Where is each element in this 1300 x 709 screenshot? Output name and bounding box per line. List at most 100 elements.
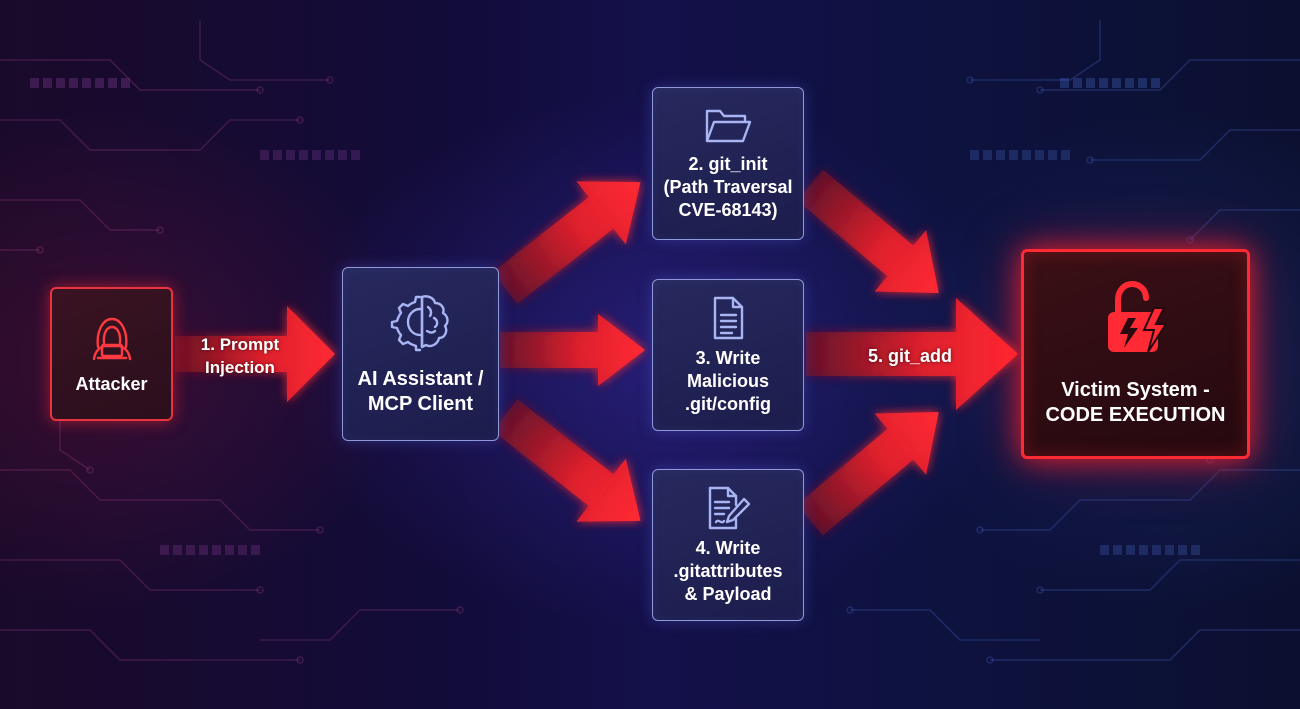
prompt-injection-label: 1. Prompt Injection (190, 333, 290, 379)
circuit-segment (1086, 78, 1095, 88)
circuit-segment (186, 545, 195, 555)
arrow-ai-to-step2 (492, 181, 641, 304)
prompt-injection-line-2: Injection (205, 358, 275, 377)
circuit-trace (0, 559, 260, 591)
circuit-segment (1178, 545, 1187, 555)
document-pen-icon (708, 486, 751, 529)
circuit-node (1086, 156, 1094, 164)
circuit-node (36, 246, 44, 254)
document-icon (713, 296, 744, 339)
victim-label-line-1: Victim System - (1061, 379, 1210, 401)
circuit-segment (970, 150, 979, 160)
circuit-segment (1151, 78, 1160, 88)
circuit-segment (199, 545, 208, 555)
circuit-segment (1165, 545, 1174, 555)
circuit-segment (108, 78, 117, 88)
circuit-segment (1073, 78, 1082, 88)
attacker-node: Attacker (50, 287, 173, 421)
circuit-segment (286, 150, 295, 160)
circuit-node (326, 76, 334, 84)
circuit-segment (43, 78, 52, 88)
step2-label-line-3: CVE-68143) (678, 200, 778, 220)
circuit-segment (1035, 150, 1044, 160)
circuit-node (456, 606, 464, 614)
circuit-segment (325, 150, 334, 160)
circuit-segment (1138, 78, 1147, 88)
step4-label-line-3: & Payload (684, 583, 772, 604)
victim-label-line-2: CODE EXECUTION (1045, 404, 1226, 426)
circuit-segment (1126, 545, 1135, 555)
circuit-segment (238, 545, 247, 555)
step2-label-line-2: (Path Traversal (663, 177, 793, 197)
circuit-segment (173, 545, 182, 555)
arrow-step4-to-victim (797, 412, 939, 536)
circuit-segment (1022, 150, 1031, 160)
circuit-trace (0, 629, 300, 661)
ai-assistant-node: AI Assistant / MCP Client (342, 267, 499, 441)
circuit-trace (199, 20, 330, 81)
arrow-attacker-to-ai (175, 306, 335, 402)
broken-lock-lightning-icon (1107, 280, 1168, 353)
circuit-trace (1090, 129, 1300, 161)
step3-label-line-1: 3. Write (695, 347, 761, 368)
circuit-node (86, 466, 94, 474)
step-write-git-config-node: 3. Write Malicious .git/config (652, 279, 804, 431)
circuit-node (986, 656, 994, 664)
circuit-segment (1113, 545, 1122, 555)
step3-label-line-2: Malicious (686, 370, 770, 391)
brain-gear-icon (390, 295, 449, 352)
circuit-segment (351, 150, 360, 160)
folder-open-icon (705, 109, 752, 143)
circuit-node (976, 526, 984, 534)
circuit-segment (1099, 78, 1108, 88)
step2-label-line-1: 2. git_init (688, 154, 768, 174)
circuit-segment (212, 545, 221, 555)
circuit-node (846, 606, 854, 614)
circuit-segment (260, 150, 269, 160)
circuit-segment (299, 150, 308, 160)
circuit-segment (996, 150, 1005, 160)
step4-label-line-1: 4. Write (695, 537, 761, 558)
circuit-segment (1048, 150, 1057, 160)
circuit-segment (1191, 545, 1200, 555)
circuit-node (966, 76, 974, 84)
arrow-ai-to-step4 (492, 399, 641, 522)
circuit-segment (1139, 545, 1148, 555)
circuit-segment (1112, 78, 1121, 88)
circuit-segment (160, 545, 169, 555)
ai-assistant-label-line-2: MCP Client (367, 393, 474, 415)
circuit-segment (1125, 78, 1134, 88)
circuit-node (256, 586, 264, 594)
arrow-step2-to-victim (797, 169, 939, 293)
arrow-step3-to-victim (806, 298, 1018, 410)
circuit-segment (1061, 150, 1070, 160)
circuit-trace (0, 119, 300, 151)
step-git-init-node: 2. git_init (Path Traversal CVE-68143) (652, 87, 804, 240)
circuit-node (296, 656, 304, 664)
circuit-node (1036, 586, 1044, 594)
circuit-node (1186, 236, 1194, 244)
circuit-trace (970, 20, 1101, 81)
circuit-segment (56, 78, 65, 88)
circuit-segment (1152, 545, 1161, 555)
circuit-node (256, 86, 264, 94)
circuit-segment (1100, 545, 1109, 555)
circuit-trace (0, 469, 320, 531)
circuit-trace (0, 199, 160, 231)
circuit-node (156, 226, 164, 234)
circuit-segment (1060, 78, 1069, 88)
circuit-segment (251, 545, 260, 555)
circuit-trace (1040, 559, 1300, 591)
victim-system-node: Victim System - CODE EXECUTION (1021, 249, 1250, 459)
circuit-trace (980, 469, 1300, 531)
circuit-segment (82, 78, 91, 88)
step4-label-line-2: .gitattributes (673, 560, 783, 581)
circuit-segment (273, 150, 282, 160)
circuit-trace (990, 629, 1300, 661)
circuit-segment (338, 150, 347, 160)
circuit-node (316, 526, 324, 534)
circuit-trace (1040, 59, 1300, 91)
attacker-label: Attacker (75, 373, 148, 394)
git-add-label: 5. git_add (867, 346, 952, 366)
